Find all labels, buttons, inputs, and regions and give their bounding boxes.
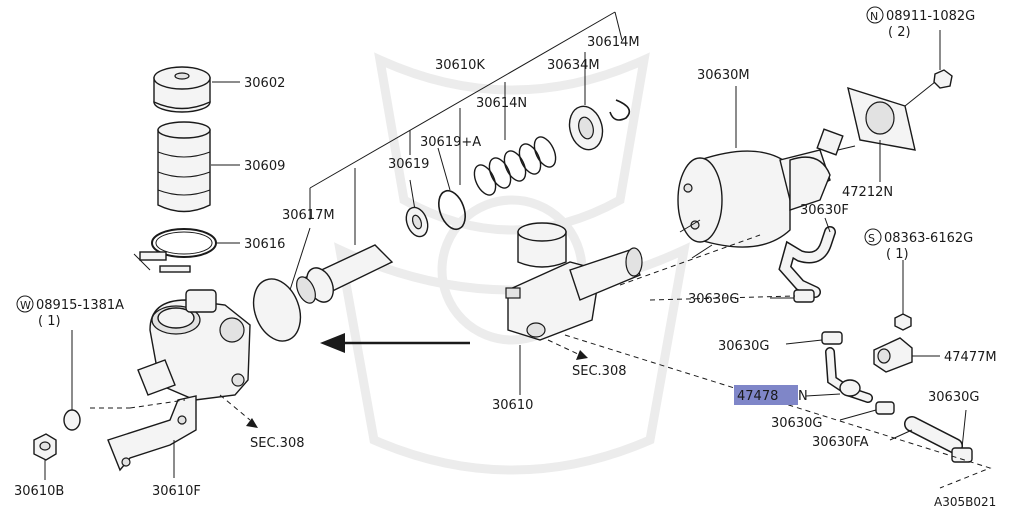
- direction-arrow: [320, 333, 470, 353]
- section-arrow: [246, 418, 258, 428]
- hex-nut-part[interactable]: [33, 433, 57, 461]
- leader-line: [824, 217, 831, 233]
- leader-line: [889, 429, 913, 441]
- leader-line: [805, 393, 841, 397]
- callout-30630g-3[interactable]: 30630G: [771, 416, 822, 431]
- snap-ring-part[interactable]: [434, 187, 470, 233]
- operating-cylinder-part[interactable]: [677, 128, 856, 259]
- callout-30630f[interactable]: 30630F: [800, 203, 849, 218]
- reservoir-cap-part[interactable]: [153, 66, 211, 113]
- callout-30630m[interactable]: 30630M: [697, 68, 750, 83]
- callout-30610f[interactable]: 30610F: [152, 484, 201, 499]
- callout-30610[interactable]: 30610: [492, 398, 533, 413]
- hose-clamp-part[interactable]: [821, 331, 843, 345]
- gasket-part[interactable]: [847, 86, 916, 151]
- pipe-clip-part[interactable]: [873, 337, 913, 373]
- dashed-guide: [547, 339, 581, 356]
- clutch-hose-part[interactable]: [778, 226, 836, 298]
- callout-30619[interactable]: 30619: [388, 157, 429, 172]
- highlighted-part-label[interactable]: 47478 N: [734, 385, 808, 405]
- hose-clamp-part[interactable]: [793, 289, 815, 303]
- dashed-guide: [564, 334, 992, 489]
- callout-47477m[interactable]: 47477M: [944, 350, 997, 365]
- callout-30609[interactable]: 30609: [244, 159, 285, 174]
- callout-30619a[interactable]: 30619+A: [420, 135, 481, 150]
- s-letter: S: [868, 232, 875, 245]
- leader-line: [289, 227, 311, 291]
- s-quantity: ( 1): [886, 247, 909, 262]
- diagram-id: A305B021: [934, 495, 996, 509]
- s-part-code: 08363-6162G: [884, 231, 973, 246]
- dashed-guide: [129, 399, 186, 409]
- callout-30630fa[interactable]: 30630FA: [812, 435, 869, 450]
- leader-line: [785, 339, 823, 345]
- reservoir-clamp-part[interactable]: [133, 228, 217, 273]
- callout-30614n[interactable]: 30614N: [476, 96, 527, 111]
- section-ref-center[interactable]: SEC.308: [572, 364, 627, 379]
- callout-30630g-4[interactable]: 30630G: [928, 390, 979, 405]
- washer-part[interactable]: [63, 409, 81, 431]
- leader-line: [409, 179, 416, 211]
- flange-nut-part[interactable]: [933, 69, 953, 89]
- bolt-part[interactable]: [894, 296, 912, 331]
- w-part-code: 08915-1381A: [36, 298, 124, 313]
- fastener-w-label[interactable]: W 08915-1381A ( 1): [16, 295, 124, 329]
- hose-clamp-part[interactable]: [951, 447, 973, 463]
- leader-line: [437, 147, 451, 191]
- n-quantity: ( 2): [888, 25, 911, 40]
- callout-30617m[interactable]: 30617M: [282, 208, 335, 223]
- retainer-washer-part[interactable]: [402, 204, 431, 239]
- n-letter: N: [870, 10, 878, 23]
- leader-line: [839, 409, 877, 421]
- clutch-pipe-hose-part[interactable]: [904, 416, 963, 454]
- callout-30630g-1[interactable]: 30630G: [688, 292, 739, 307]
- callout-30634m[interactable]: 30634M: [547, 58, 600, 73]
- callout-30616[interactable]: 30616: [244, 237, 285, 252]
- callout-47478-suffix: N: [798, 389, 808, 404]
- fastener-s-label[interactable]: S 08363-6162G ( 1): [864, 228, 973, 262]
- mounting-bracket-part[interactable]: [107, 395, 197, 472]
- w-quantity: ( 1): [38, 314, 61, 329]
- retaining-clip-part[interactable]: [609, 99, 631, 121]
- callout-30610k[interactable]: 30610K: [435, 58, 485, 73]
- callout-30630g-2[interactable]: 30630G: [718, 339, 769, 354]
- callout-47212n[interactable]: 47212N: [842, 185, 893, 200]
- seal-part[interactable]: [565, 103, 607, 154]
- pipe-connector-part[interactable]: [825, 347, 873, 403]
- reservoir-tank-part[interactable]: [157, 121, 211, 213]
- section-arrow: [576, 350, 588, 360]
- leader-line: [904, 81, 936, 107]
- callout-30610b[interactable]: 30610B: [14, 484, 64, 499]
- piston-rod-part[interactable]: [293, 244, 394, 306]
- section-ref-left[interactable]: SEC.308: [250, 436, 305, 451]
- hose-clamp-part[interactable]: [875, 401, 895, 415]
- reservoir-boot-part[interactable]: [245, 272, 308, 347]
- n-part-code: 08911-1082G: [886, 9, 975, 24]
- callout-30602[interactable]: 30602: [244, 76, 285, 91]
- w-letter: W: [20, 299, 31, 312]
- leader-line: [961, 409, 967, 449]
- highlight-box: [734, 385, 798, 405]
- dashed-guide: [219, 394, 251, 421]
- fastener-n-label[interactable]: N 08911-1082G ( 2): [866, 6, 975, 40]
- dashed-guide: [619, 234, 796, 301]
- callout-47478-number[interactable]: 47478: [737, 389, 778, 404]
- group-bracket-line: [309, 11, 623, 220]
- callout-30614m[interactable]: 30614M: [587, 35, 640, 50]
- return-spring-part[interactable]: [470, 134, 560, 199]
- master-cylinder-assembly-part[interactable]: [505, 222, 643, 341]
- master-cylinder-body-part[interactable]: [137, 289, 251, 401]
